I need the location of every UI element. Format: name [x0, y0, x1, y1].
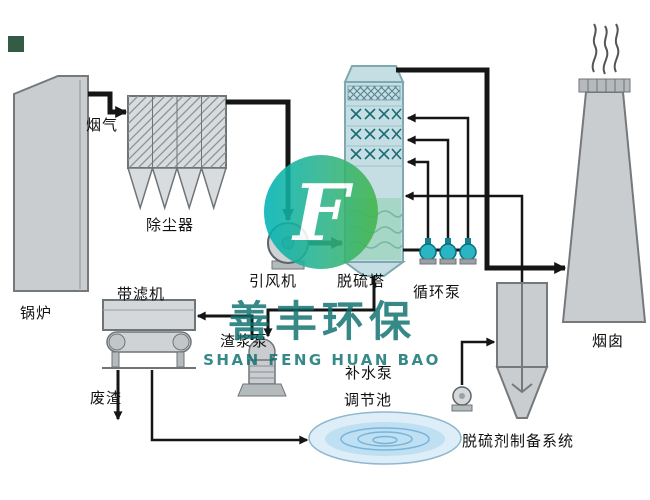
label-fan: 引风机	[249, 272, 298, 290]
label-circulation-pump: 循环泵	[413, 283, 462, 301]
pipe-tower-to-slurry-pump	[263, 276, 376, 338]
pipe-water-to-prep	[460, 337, 496, 385]
regulating-pool-shape	[308, 411, 462, 465]
label-dust-collector: 除尘器	[146, 216, 195, 234]
prep-tank-shape	[495, 282, 549, 419]
desulfurization-tower-shape	[341, 65, 407, 277]
spray-row-1	[350, 108, 402, 120]
label-tower: 脱硫塔	[337, 272, 386, 290]
water-supply-pump-shape	[451, 386, 473, 412]
pipe-circ-1	[406, 157, 430, 241]
label-prep-system: 脱硫剂制备系统	[462, 432, 575, 450]
pipe-collector-to-fan	[226, 99, 294, 222]
pipe-prep-to-tower	[404, 191, 524, 282]
corner-mark	[8, 36, 24, 52]
label-chimney: 烟囱	[592, 332, 625, 350]
smoke-icon	[591, 23, 620, 75]
circulation-pumps-shape	[419, 238, 477, 265]
spray-row-2	[350, 128, 402, 140]
pipe-filtrate-to-pool	[150, 370, 309, 445]
label-water-pump: 补水泵	[345, 364, 394, 382]
spray-row-3	[350, 148, 402, 160]
chimney-shape	[561, 78, 647, 323]
pipe-boiler-to-collector	[88, 91, 128, 118]
boiler-shape	[13, 75, 89, 292]
dust-collector-shape	[126, 95, 228, 211]
label-belt-filter: 带滤机	[117, 285, 166, 303]
pipe-circ-3	[406, 113, 470, 241]
pipe-tower-to-chimney	[396, 67, 567, 274]
slurry-pump-shape	[237, 338, 287, 397]
label-pool: 调节池	[344, 391, 393, 409]
label-flue-gas: 烟气	[86, 116, 119, 134]
pipe-pump-to-belt-filter	[196, 311, 254, 340]
label-boiler: 锅炉	[20, 304, 53, 322]
belt-filter-shape	[102, 299, 196, 369]
label-waste: 废渣	[90, 389, 123, 407]
label-slurry-pump: 渣浆泵	[220, 332, 269, 350]
induced-draft-fan-shape	[267, 222, 309, 270]
pipe-circ-2	[406, 135, 450, 241]
